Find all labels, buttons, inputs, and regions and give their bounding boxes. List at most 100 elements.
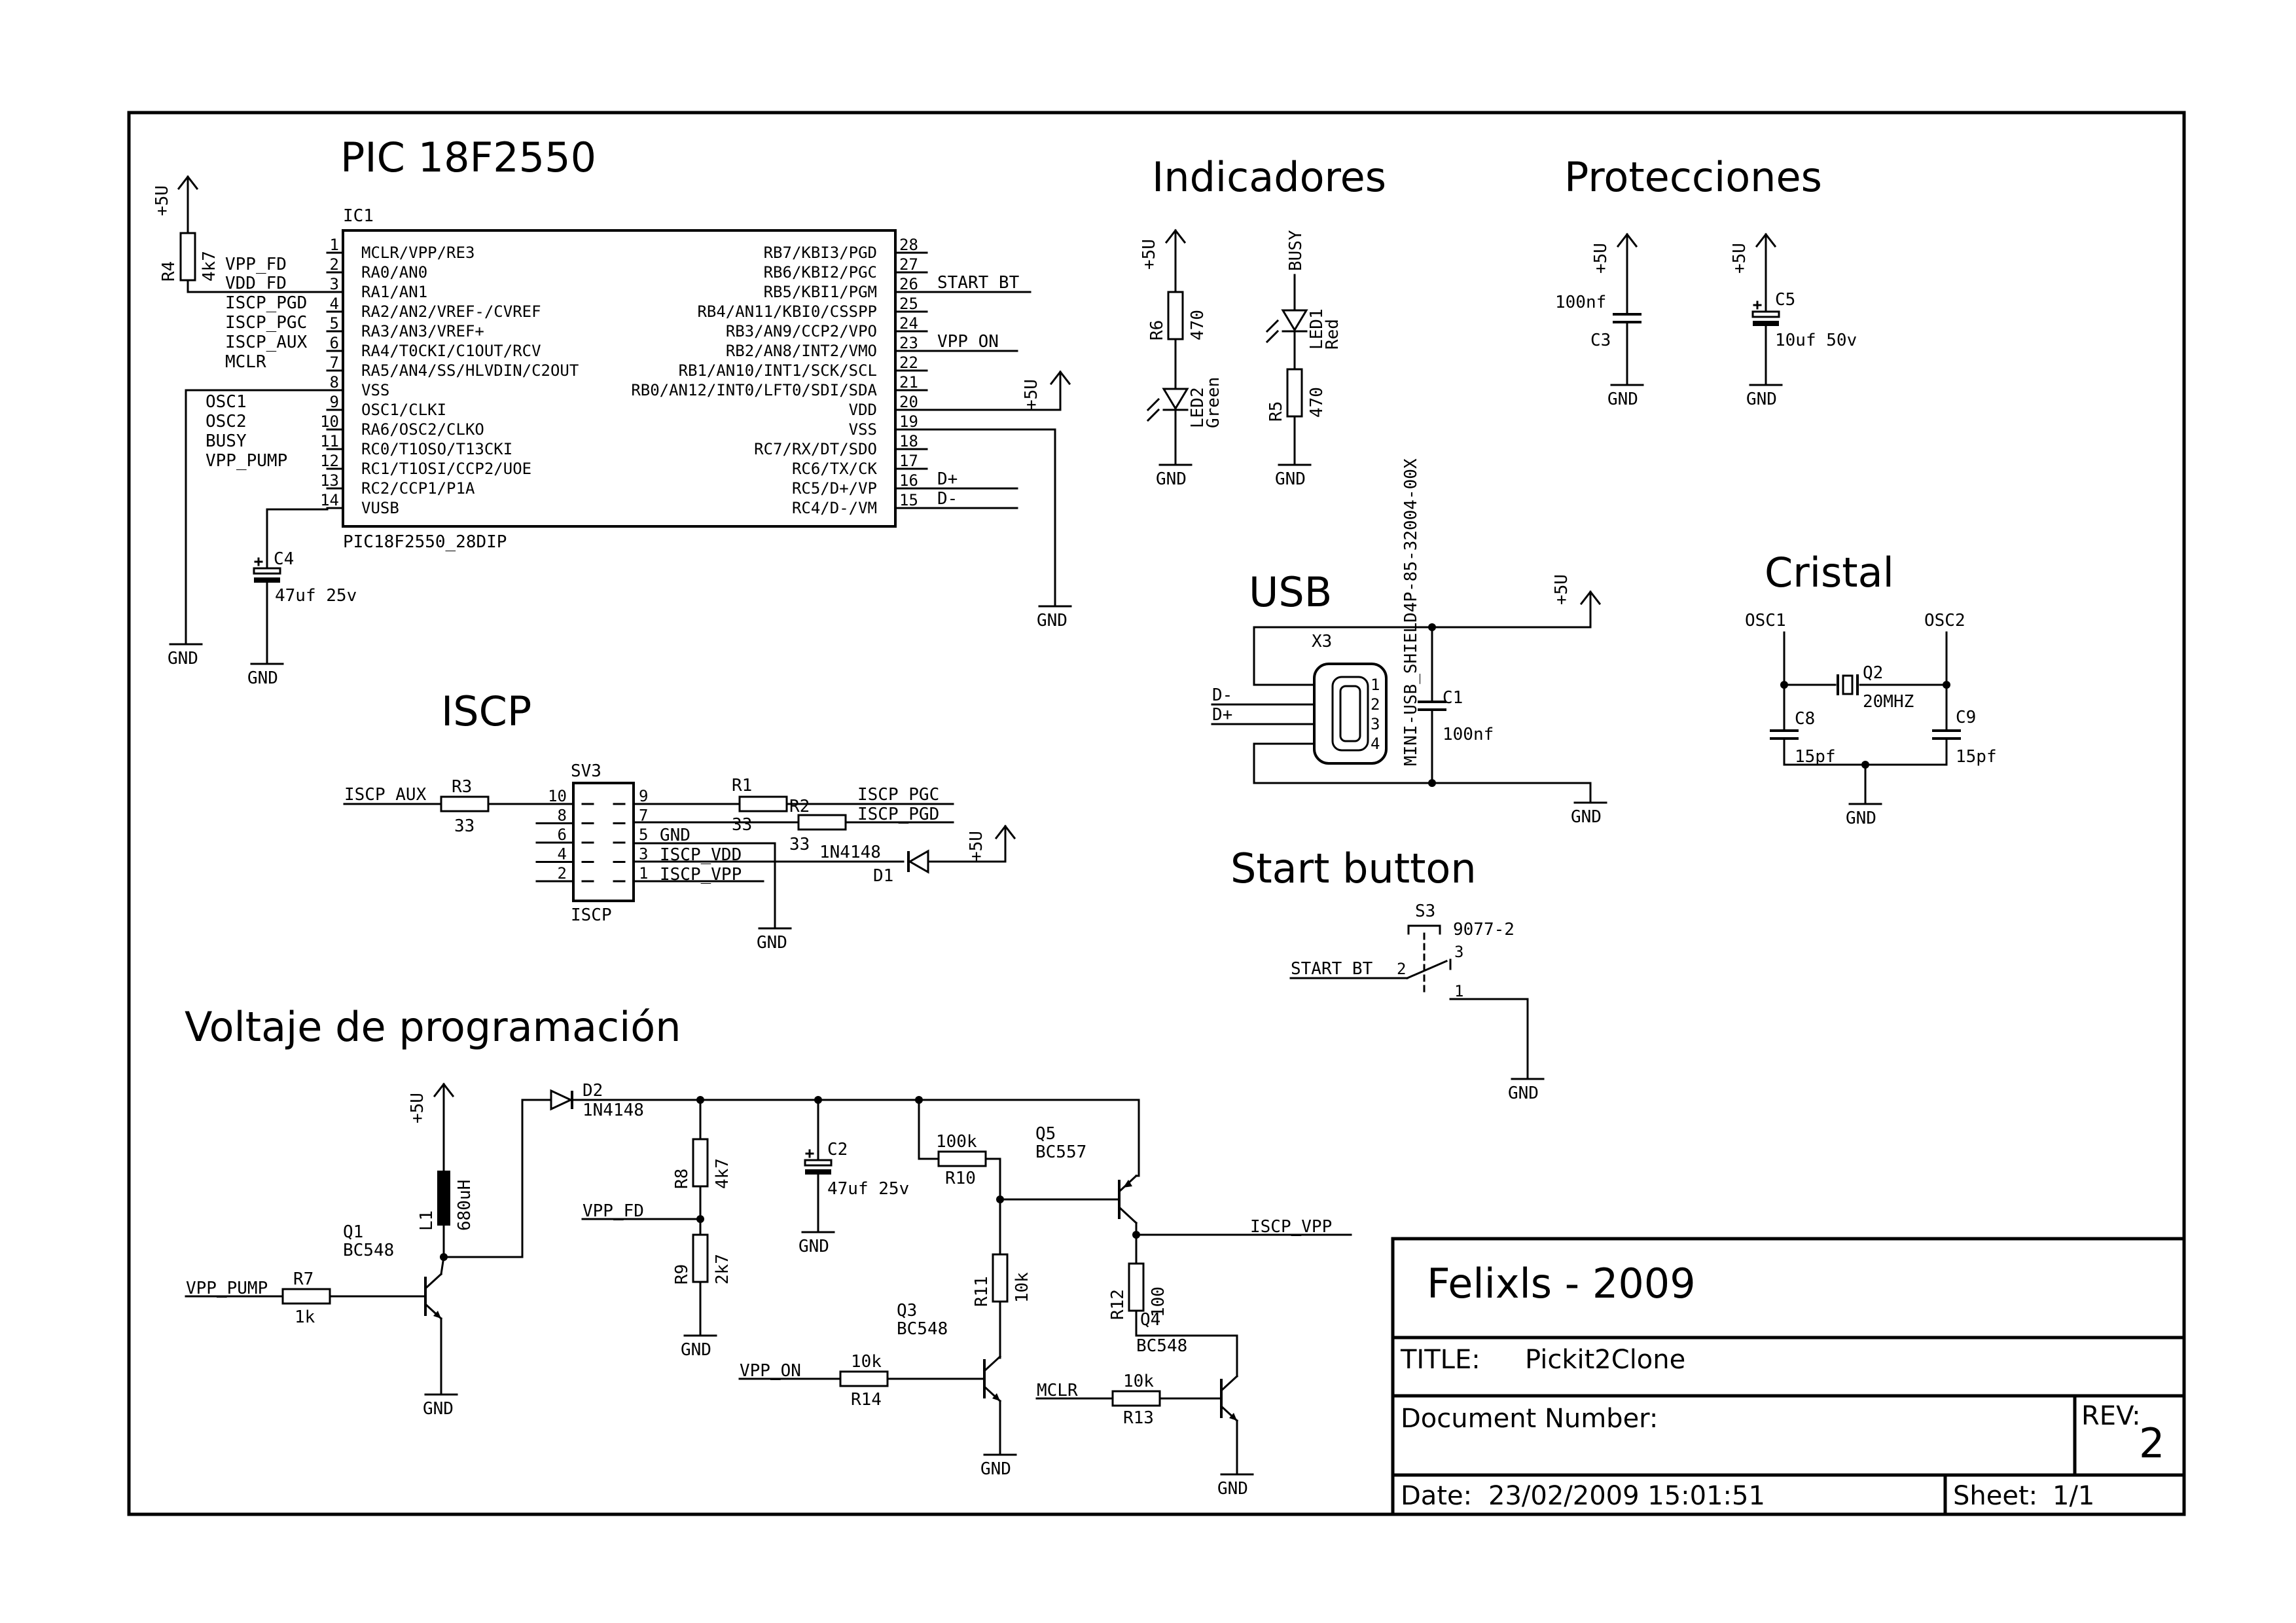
c5-value: 10uf 50v (1775, 331, 1857, 350)
r8-value: 4k7 (713, 1158, 732, 1189)
ic1-pin-function: RC1/T1OSI/CCP2/UOE (361, 460, 531, 478)
led2-ref: LED2 (1188, 387, 1208, 428)
c5-capacitor: +5U C5 10uf 50v GND (1730, 233, 1857, 409)
ic1-pin-number: 16 (899, 471, 918, 490)
section-title-iscp: ISCP (441, 687, 531, 735)
ic1-pin-number: 12 (320, 452, 339, 470)
iscp-net-vdd: ISCP_VDD (660, 845, 742, 865)
ic1-pin-function: VSS (361, 381, 389, 399)
iscp-pin-number: 10 (548, 787, 567, 805)
ic1-pin-number: 21 (899, 373, 918, 392)
r11-value: 10k (1013, 1272, 1032, 1303)
ic1-pin-number: 9 (330, 393, 339, 411)
c3-value: 100nf (1555, 293, 1606, 312)
iscp-net-gnd: GND (660, 826, 691, 845)
start-button-s3: S3 9077-2 START_BT 2 3 1 GND (1289, 902, 1545, 1103)
r5-ref: R5 (1266, 401, 1286, 422)
ic1-pin-function: RA1/AN1 (361, 283, 427, 301)
ic1-pin-function: RA6/OSC2/CLKO (361, 420, 484, 439)
r4-resistor: +5U R4 4k7 (152, 175, 344, 293)
sheet-label: Sheet: (1953, 1481, 2037, 1511)
q3-ref: Q3 (897, 1301, 917, 1321)
q1-value: BC548 (343, 1241, 394, 1260)
ic1-pin-number: 2 (330, 255, 339, 274)
r5-value: 470 (1307, 387, 1327, 418)
iscp-net-pgd: ISCP_PGD (857, 805, 939, 824)
r10-value: 100k (936, 1132, 977, 1152)
net-vpp-on-2: VPP_ON (740, 1361, 801, 1381)
ic1-pin-number: 24 (899, 314, 918, 333)
net-vpp-pump-2: VPP_PUMP (186, 1279, 268, 1298)
gnd-label: GND (980, 1459, 1011, 1479)
ic1-pin-number: 14 (320, 491, 339, 509)
section-title-protecciones: Protecciones (1564, 153, 1822, 201)
iscp-pin-number: 9 (639, 787, 648, 805)
ic1-pin-number: 1 (330, 236, 339, 254)
sheet-frame (127, 111, 2186, 1516)
net-mclr-2: MCLR (1037, 1381, 1078, 1400)
d1-ref: D1 (873, 866, 893, 886)
gnd-label: GND (1275, 469, 1306, 489)
c4-value: 47uf 25v (275, 586, 357, 606)
usb-vcc-label: +5U (1552, 574, 1571, 605)
ic1-pin-number: 19 (899, 412, 918, 431)
ic1-pin-function: RB2/AN8/INT2/VMO (726, 342, 877, 360)
ic1-left-nets: VPP_FD VDD_FD ISCP_PGD ISCP_PGC ISCP_AUX… (206, 255, 308, 471)
net-iscp-pgd: ISCP_PGD (225, 293, 307, 313)
ic1-pin-function: RC4/D-/VM (792, 499, 877, 517)
iscp-pin-number: 5 (639, 826, 648, 844)
s3-pin-1: 1 (1454, 982, 1463, 1000)
crystal-osc2-label: OSC2 (1924, 611, 1965, 630)
iscp-net-aux: ISCP_AUX (344, 785, 427, 805)
r4-ref: R4 (159, 261, 179, 282)
crystal-osc1-label: OSC1 (1745, 611, 1786, 630)
q2-value: 20MHZ (1863, 692, 1914, 712)
gnd-label: GND (1746, 390, 1777, 409)
ic1-pin-function: OSC1/CLKI (361, 401, 446, 419)
net-iscp-vpp-2: ISCP_VPP (1250, 1217, 1332, 1237)
net-busy: BUSY (206, 431, 247, 451)
ic1-pin-function: RB1/AN10/INT1/SCK/SCL (679, 361, 877, 380)
c2-value: 47uf 25v (827, 1179, 909, 1199)
sv3-value: ISCP (571, 905, 612, 925)
ic1-pin-function: RA2/AN2/VREF-/CVREF (361, 302, 541, 321)
vdd-vcc-label: +5U (1022, 379, 1041, 410)
c3-capacitor: +5U 100nf C3 GND (1555, 233, 1644, 409)
ic1-pin-number: 17 (899, 452, 918, 470)
q4-value: BC548 (1136, 1336, 1187, 1356)
ic1-pin-number: 8 (330, 373, 339, 392)
gnd-label: GND (423, 1399, 454, 1419)
iscp-pin-number: 1 (639, 864, 648, 883)
ic1-pin-function: RC0/T1OSO/T13CKI (361, 440, 512, 458)
r4-vcc-label: +5U (152, 185, 172, 216)
ic1-pin-function: RB0/AN12/INT0/LFT0/SDI/SDA (631, 381, 877, 399)
r11-ref: R11 (972, 1276, 992, 1307)
x3-ref: X3 (1312, 632, 1332, 651)
vpp-boost-circuit: +5U L1 680uH Q1 BC548 GND VPP_PUMP R7 1k… (185, 1081, 1352, 1499)
title-label: TITLE: (1400, 1345, 1480, 1375)
d2-ref: D2 (583, 1081, 603, 1101)
led1-value: Red (1323, 319, 1342, 350)
c9-value: 15pf (1956, 747, 1997, 767)
ic1-part: PIC18F2550_28DIP (343, 532, 507, 552)
led2-green-indicator: +5U R6 470 LED2 Green GND (1139, 229, 1223, 489)
ic1-pin-number: 26 (899, 275, 918, 293)
ic1-pin-number: 15 (899, 491, 918, 509)
net-vpp-pump: VPP_PUMP (206, 451, 287, 471)
vcc-label: +5U (1591, 243, 1611, 274)
usb-pin-3: 3 (1371, 715, 1380, 733)
l1-value: 680uH (455, 1180, 475, 1231)
r14-value: 10k (851, 1352, 882, 1372)
gnd-label: GND (247, 668, 278, 688)
net-dplus: D+ (937, 469, 958, 489)
usb-net-dminus: D- (1212, 685, 1232, 705)
c4-capacitor: C4 47uf 25v GND (247, 508, 357, 688)
net-vdd-fd: VDD_FD (225, 274, 287, 293)
iscp-pin-number: 7 (639, 807, 648, 825)
r1-ref: R1 (732, 776, 752, 795)
ic1-pin-number: 3 (330, 275, 339, 293)
